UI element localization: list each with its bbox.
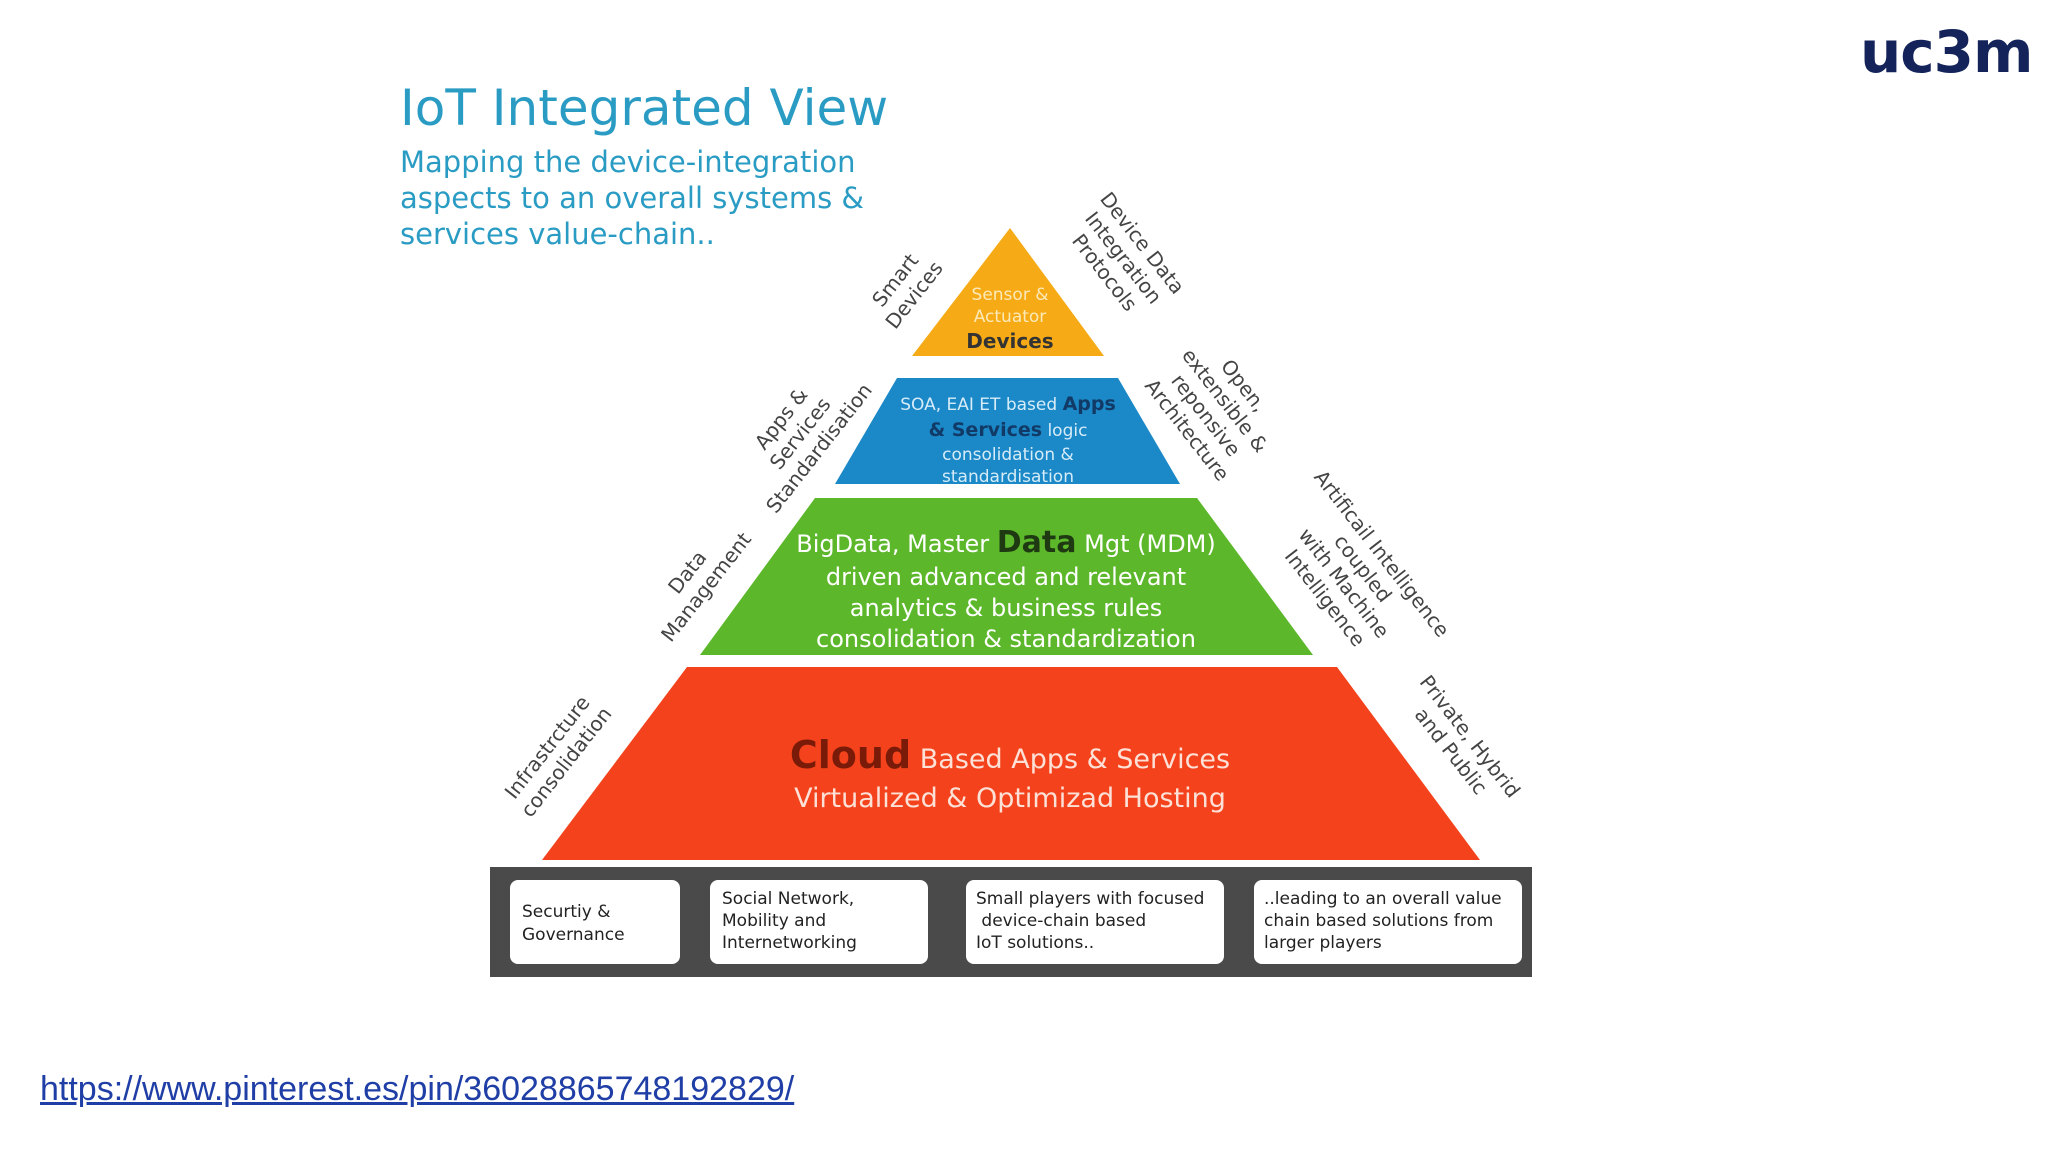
bottom-box-leading bbox=[1254, 880, 1522, 964]
box-line: Mobility and bbox=[722, 911, 826, 931]
apps-text-2: & Services logic bbox=[929, 419, 1088, 441]
box-line: ..leading to an overall value bbox=[1264, 889, 1502, 909]
bottom-box-small-players bbox=[966, 880, 1224, 964]
devices-text-1: Sensor & bbox=[972, 285, 1049, 305]
apps-text-1-pre: SOA, EAI ET based bbox=[900, 395, 1062, 415]
bottom-box-security bbox=[510, 880, 680, 964]
apps-text-4: standardisation bbox=[942, 467, 1074, 487]
diagram-title: IoT Integrated View bbox=[400, 79, 889, 137]
label-device-protocols: Device Data Integration Protocols bbox=[1067, 187, 1189, 315]
box-line: device-chain based bbox=[976, 911, 1146, 931]
title-block: IoT Integrated View Mapping the device-i… bbox=[400, 80, 888, 252]
box-line: Securtiy & bbox=[522, 902, 610, 922]
apps-text-2-post: logic bbox=[1042, 421, 1087, 441]
source-link[interactable]: https://www.pinterest.es/pin/36028865748… bbox=[40, 1070, 795, 1108]
tier-data bbox=[700, 498, 1313, 655]
tier-devices bbox=[912, 228, 1104, 356]
box-line: IoT solutions.. bbox=[976, 933, 1094, 953]
box-line: larger players bbox=[1264, 933, 1382, 953]
label-smart-devices: Smart Devices bbox=[867, 249, 948, 334]
box-line: Small players with focused bbox=[976, 889, 1204, 909]
box-line: chain based solutions from bbox=[1264, 911, 1493, 931]
diagram-subtitle: Mapping the device-integration aspects t… bbox=[400, 144, 888, 252]
subtitle-line: Mapping the device-integration bbox=[400, 145, 856, 179]
subtitle-line: services value-chain.. bbox=[400, 217, 715, 251]
data-text-1: BigData, Master Data Mgt (MDM) bbox=[796, 525, 1216, 560]
devices-text-2: Actuator bbox=[974, 307, 1047, 327]
subtitle-line: aspects to an overall systems & bbox=[400, 181, 865, 215]
tier-apps bbox=[835, 378, 1180, 484]
box-line: Social Network, bbox=[722, 889, 854, 909]
data-text-4: consolidation & standardization bbox=[816, 625, 1196, 653]
box-line: Governance bbox=[522, 925, 625, 945]
apps-text-1-bold: Apps bbox=[1063, 393, 1116, 415]
data-text-1-bold: Data bbox=[997, 525, 1077, 560]
cloud-text-2: Virtualized & Optimizad Hosting bbox=[794, 783, 1226, 814]
data-text-1-pre: BigData, Master bbox=[796, 530, 997, 558]
cloud-text-1-post: Based Apps & Services bbox=[911, 744, 1230, 775]
apps-text-1: SOA, EAI ET based Apps bbox=[900, 393, 1116, 415]
uc3m-logo: uc3m bbox=[1860, 18, 2033, 86]
cloud-text-1: Cloud Based Apps & Services bbox=[790, 733, 1230, 777]
data-text-3: analytics & business rules bbox=[850, 594, 1163, 622]
devices-text-bold: Devices bbox=[966, 329, 1053, 353]
label-apps-standardisation: Apps & Services Standardisation bbox=[750, 379, 877, 518]
box-line: Internetworking bbox=[722, 933, 857, 953]
data-text-2: driven advanced and relevant bbox=[826, 563, 1186, 591]
data-text-1-post: Mgt (MDM) bbox=[1077, 530, 1216, 558]
apps-text-2-bold: & Services bbox=[929, 419, 1042, 441]
apps-text-3: consolidation & bbox=[942, 445, 1074, 465]
bottom-box-social bbox=[710, 880, 928, 964]
tier-cloud bbox=[542, 667, 1480, 860]
cloud-text-1-bold: Cloud bbox=[790, 733, 911, 777]
